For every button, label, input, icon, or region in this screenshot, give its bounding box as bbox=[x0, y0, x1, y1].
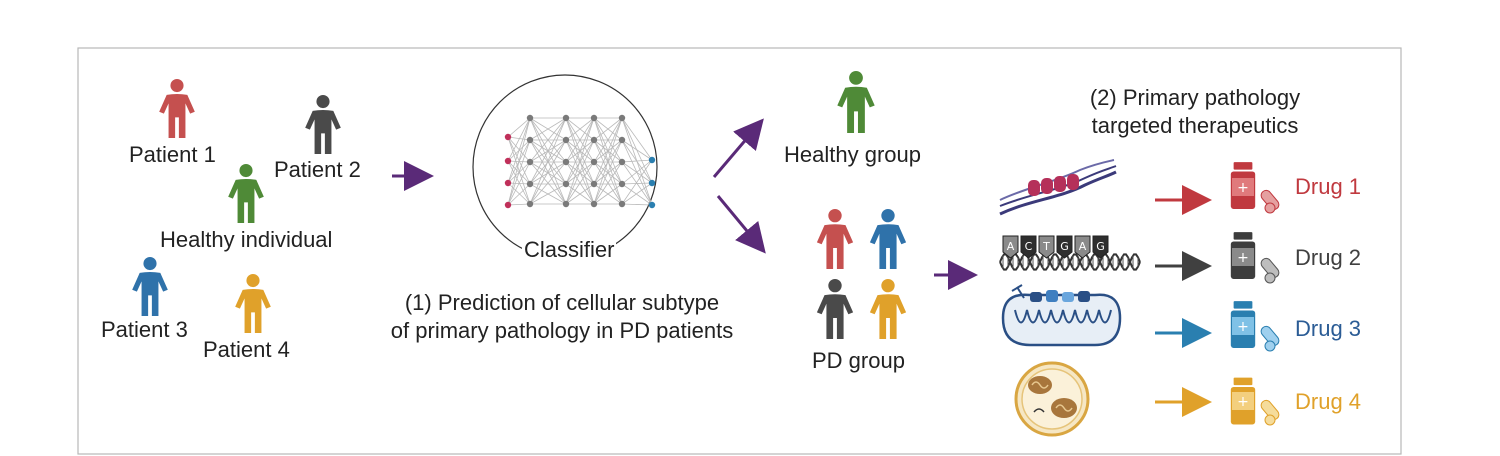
svg-text:G: G bbox=[1060, 240, 1069, 253]
svg-text:+: + bbox=[1237, 180, 1249, 196]
drug-3-label: Drug 3 bbox=[1295, 316, 1362, 341]
drug-4-label: Drug 4 bbox=[1295, 389, 1362, 414]
drug-1-bottle-icon: + bbox=[1230, 162, 1280, 214]
svg-text:A: A bbox=[1007, 240, 1015, 253]
pd-group-figure-dark bbox=[816, 278, 854, 339]
protein-aggregate-icon bbox=[999, 159, 1117, 216]
svg-text:A: A bbox=[1079, 240, 1087, 253]
cell-mitochondria-icon bbox=[1014, 361, 1090, 437]
arrow-to-healthy-group bbox=[712, 118, 764, 178]
healthy-group-figure bbox=[837, 70, 875, 133]
diagram-frame bbox=[77, 47, 1402, 455]
drug-1-label: Drug 1 bbox=[1295, 174, 1362, 199]
pd-group-label: PD group bbox=[812, 348, 905, 373]
step-2-line-1: (2) Primary pathology bbox=[1089, 85, 1301, 110]
step-1-line-1: (1) Prediction of cellular subtype bbox=[404, 290, 720, 315]
classifier-label: Classifier bbox=[522, 237, 617, 263]
svg-text:C: C bbox=[1025, 240, 1033, 253]
svg-text:T: T bbox=[1042, 240, 1050, 253]
patient-3-figure bbox=[132, 256, 168, 316]
patient-2-label: Patient 2 bbox=[274, 157, 361, 182]
svg-text:+: + bbox=[1237, 250, 1249, 266]
pd-group-figure-blue bbox=[869, 208, 907, 269]
patient-4-figure bbox=[235, 273, 271, 333]
pd-group-figure-red bbox=[816, 208, 854, 269]
membrane-protein-icon bbox=[1001, 284, 1122, 347]
arrow-to-pd-group bbox=[716, 195, 766, 254]
svg-text:+: + bbox=[1237, 319, 1249, 335]
healthy-individual-figure bbox=[228, 163, 264, 223]
drug-4-bottle-icon: + bbox=[1230, 377, 1280, 426]
healthy-individual-label: Healthy individual bbox=[160, 227, 333, 252]
patient-1-figure bbox=[159, 78, 195, 138]
step-1-line-2: of primary pathology in PD patients bbox=[390, 318, 734, 343]
svg-text:+: + bbox=[1237, 394, 1249, 410]
healthy-group-label: Healthy group bbox=[784, 142, 921, 167]
svg-text:G: G bbox=[1096, 240, 1105, 253]
drug-2-bottle-icon: + bbox=[1230, 232, 1280, 284]
pd-group-figure-orange bbox=[869, 278, 907, 339]
patient-3-label: Patient 3 bbox=[101, 317, 188, 342]
step-2-line-2: targeted therapeutics bbox=[1091, 113, 1299, 138]
patient-2-figure bbox=[305, 94, 341, 154]
patient-4-label: Patient 4 bbox=[203, 337, 290, 362]
drug-3-bottle-icon: + bbox=[1230, 301, 1280, 352]
patient-1-label: Patient 1 bbox=[129, 142, 216, 167]
neural-network-icon bbox=[504, 114, 656, 209]
drug-2-label: Drug 2 bbox=[1295, 245, 1362, 270]
